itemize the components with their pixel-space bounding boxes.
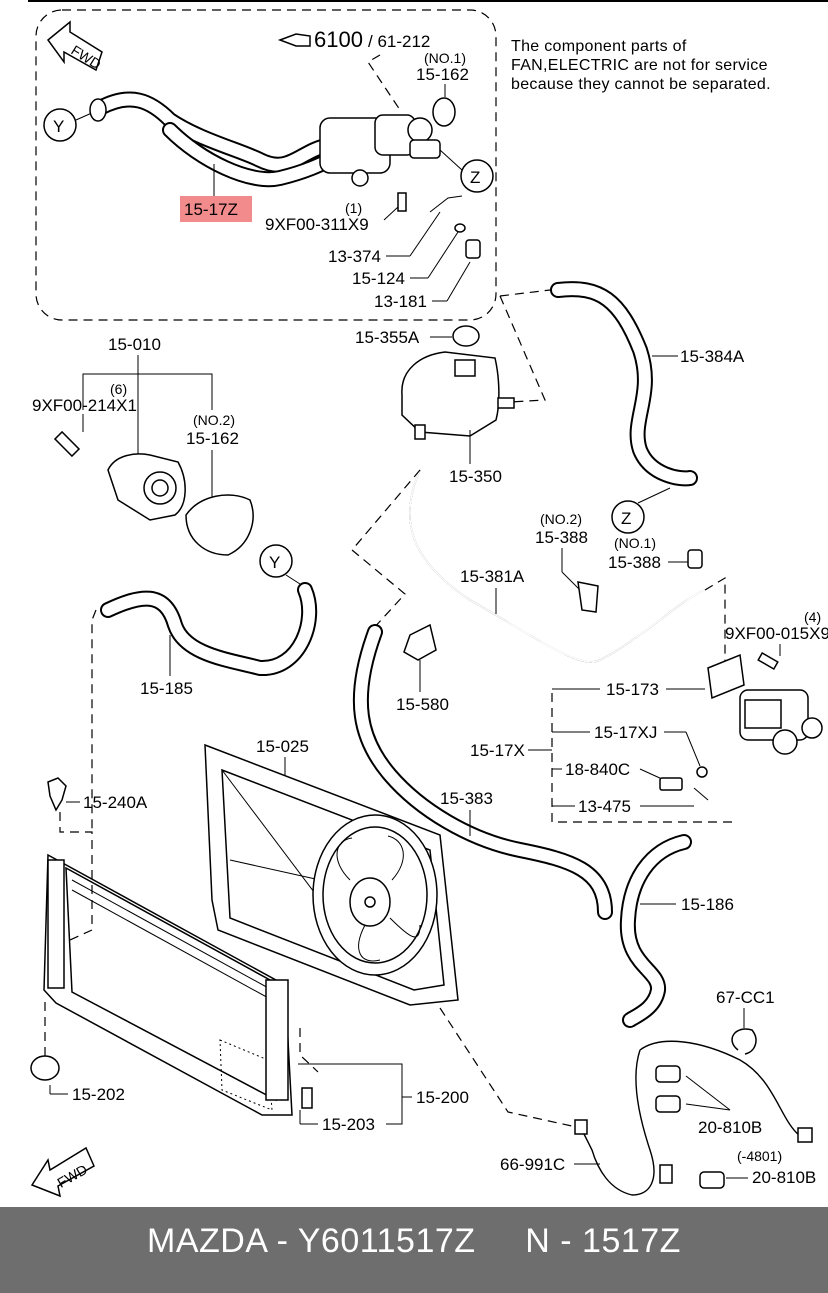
label-15-162-mid: 15-162	[186, 429, 239, 448]
label-9xf00-214-qty: (6)	[110, 381, 127, 397]
label-9xf00-015-qty: (4)	[804, 609, 821, 625]
callout-z-right: Z	[611, 500, 645, 534]
fwd-arrow-top: FWD	[46, 20, 104, 72]
label-13-475: 13-475	[578, 797, 631, 816]
label-15-381a: 15-381A	[460, 567, 525, 586]
label-15-388a: 15-388	[535, 528, 588, 547]
callout-z-right-text: Z	[621, 509, 631, 528]
label-66-991c: 66-991C	[500, 1155, 565, 1174]
clip-15-240a	[47, 777, 67, 812]
bracket-15-580	[403, 623, 437, 661]
hose-15-383	[354, 626, 611, 918]
footer-bar	[0, 1207, 828, 1293]
bolt-9xf00-015	[757, 652, 779, 670]
label-15-580: 15-580	[396, 695, 449, 714]
label-4801: (-4801)	[737, 1148, 782, 1164]
callout-z-top-text: Z	[470, 168, 480, 187]
electric-fan	[312, 814, 438, 976]
bolt-9xf00-214	[53, 430, 81, 458]
radiator-15-200	[43, 853, 293, 1116]
note-line-2: FAN,ELECTRIC are not for service	[511, 57, 768, 74]
label-20-810b-b: 20-810B	[752, 1168, 816, 1187]
gasket-15-162-mid	[185, 494, 254, 556]
callout-y-top-text: Y	[53, 117, 64, 136]
label-13-374: 13-374	[328, 247, 381, 266]
diagram-canvas: FWD Y 15-17Z 6100 / 61-212 The component…	[28, 0, 828, 1198]
bolt-15-203	[301, 1087, 313, 1109]
label-15-200: 15-200	[416, 1088, 469, 1107]
coolant-reservoir-15-350	[401, 351, 515, 440]
label-15-388b-qty: (NO.1)	[614, 535, 656, 551]
hose-15-186	[621, 836, 690, 1026]
label-15-388b: 15-388	[608, 553, 661, 572]
label-15-355a: 15-355A	[355, 328, 420, 347]
hose-15-384a	[550, 281, 698, 487]
bolt-9xf00-311	[397, 192, 407, 212]
label-15-17x: 15-17X	[470, 741, 525, 760]
label-15-010: 15-010	[108, 335, 161, 354]
clip-13-475	[693, 787, 709, 801]
label-15-388a-qty: (NO.2)	[540, 511, 582, 527]
label-20-810b-a: 20-810B	[698, 1118, 762, 1137]
ref-main: 6100	[314, 27, 363, 52]
label-15-162-mid-qty: (NO.2)	[193, 412, 235, 428]
harness-66-991c	[574, 1040, 813, 1196]
note-line-3: because they cannot be separated.	[511, 76, 771, 93]
label-15-240a: 15-240A	[83, 793, 148, 812]
hose-15-381a	[409, 469, 706, 663]
thermostat-housing-15-17x	[739, 689, 823, 755]
callout-y-mid-text: Y	[269, 553, 280, 572]
label-15-185: 15-185	[140, 679, 193, 698]
gasket-15-162-top	[432, 97, 456, 127]
water-hose-15-17z	[89, 91, 348, 188]
fwd-arrow-bottom: FWD	[30, 1146, 95, 1198]
label-15-202: 15-202	[72, 1085, 125, 1104]
reservoir-cap	[452, 325, 480, 347]
label-15-124: 15-124	[352, 269, 405, 288]
clips-20-810b	[655, 1065, 725, 1189]
label-15-025: 15-025	[256, 737, 309, 756]
hand-pointer-icon	[277, 33, 311, 47]
gasket-15-173	[707, 653, 745, 700]
clip-15-388b	[687, 549, 703, 569]
label-15-17xj: 15-17XJ	[594, 723, 657, 742]
label-15-162-top: 15-162	[416, 65, 469, 84]
label-15-383: 15-383	[440, 789, 493, 808]
thermostat-group-box	[35, 9, 497, 321]
label-15-350: 15-350	[449, 467, 502, 486]
drain-plug-15-202	[30, 1055, 60, 1081]
footer-title: MAZDA - Y6011517Z N - 1517Z	[147, 1222, 681, 1260]
thermostat-housing	[319, 114, 441, 187]
label-15-384a: 15-384A	[680, 347, 745, 366]
label-9xf00-214: 9XF00-214X1	[32, 396, 137, 415]
sensor-18-840c	[659, 777, 683, 791]
cap-13-181	[465, 239, 481, 259]
hose-15-185	[100, 582, 318, 676]
highlight-box	[180, 196, 252, 222]
highlight-label: 15-17Z	[184, 200, 238, 219]
clip-13-374	[429, 195, 463, 213]
label-15-162-top-qty: (NO.1)	[424, 50, 466, 66]
callout-y-mid: Y	[259, 544, 293, 578]
clip-15-388a	[577, 581, 599, 613]
water-pump-15-010	[107, 453, 186, 521]
bracket-15-17x	[551, 693, 738, 823]
label-18-840c: 18-840C	[565, 760, 630, 779]
label-9xf00-311-qty: (1)	[345, 200, 362, 216]
clamp-67-cc1	[731, 1028, 757, 1055]
reference-marker: 6100 / 61-212	[277, 27, 430, 52]
label-15-173: 15-173	[606, 680, 659, 699]
callout-y-top: Y	[43, 108, 77, 142]
note-line-1: The component parts of	[511, 38, 687, 55]
label-9xf00-311: 9XF00-311X9	[265, 215, 369, 234]
label-67-cc1: 67-CC1	[716, 988, 775, 1007]
ref-sub: / 61-212	[368, 32, 430, 51]
label-15-186: 15-186	[681, 895, 734, 914]
callout-z-top: Z	[460, 159, 494, 193]
label-15-203: 15-203	[322, 1115, 375, 1134]
label-13-181: 13-181	[374, 292, 427, 311]
label-9xf00-015: 9XF00-015X9	[725, 624, 828, 643]
